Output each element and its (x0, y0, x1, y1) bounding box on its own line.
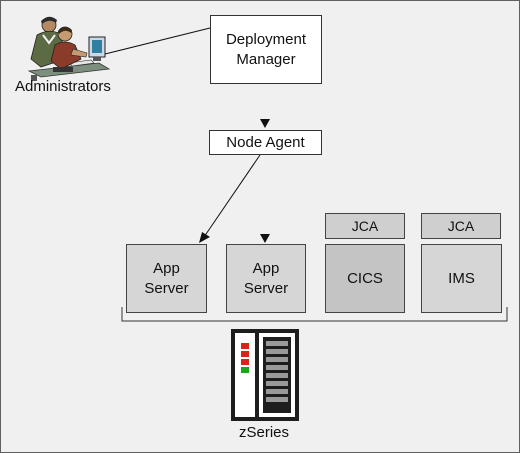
node-agent-arrowhead (260, 119, 270, 128)
node-agent-connector (203, 154, 261, 238)
deployment-manager-box: Deployment Manager (210, 15, 322, 84)
app-server-arrowhead (199, 232, 210, 243)
ims-box: IMS (421, 244, 502, 313)
node-agent-box: Node Agent (209, 130, 322, 155)
app-server-2-arrowhead (260, 234, 270, 243)
app-server-box-1: App Server (126, 244, 207, 313)
administrators-icon (27, 16, 111, 81)
cics-box: CICS (325, 244, 405, 313)
administrators-label: Administrators (15, 78, 111, 95)
jca-box-cics: JCA (325, 213, 405, 239)
admin-connector (104, 27, 211, 55)
platform-bracket (121, 307, 508, 322)
jca-box-ims: JCA (421, 213, 501, 239)
app-server-box-2: App Server (226, 244, 306, 313)
zseries-server-icon (231, 329, 299, 421)
zseries-label: zSeries (239, 424, 290, 441)
